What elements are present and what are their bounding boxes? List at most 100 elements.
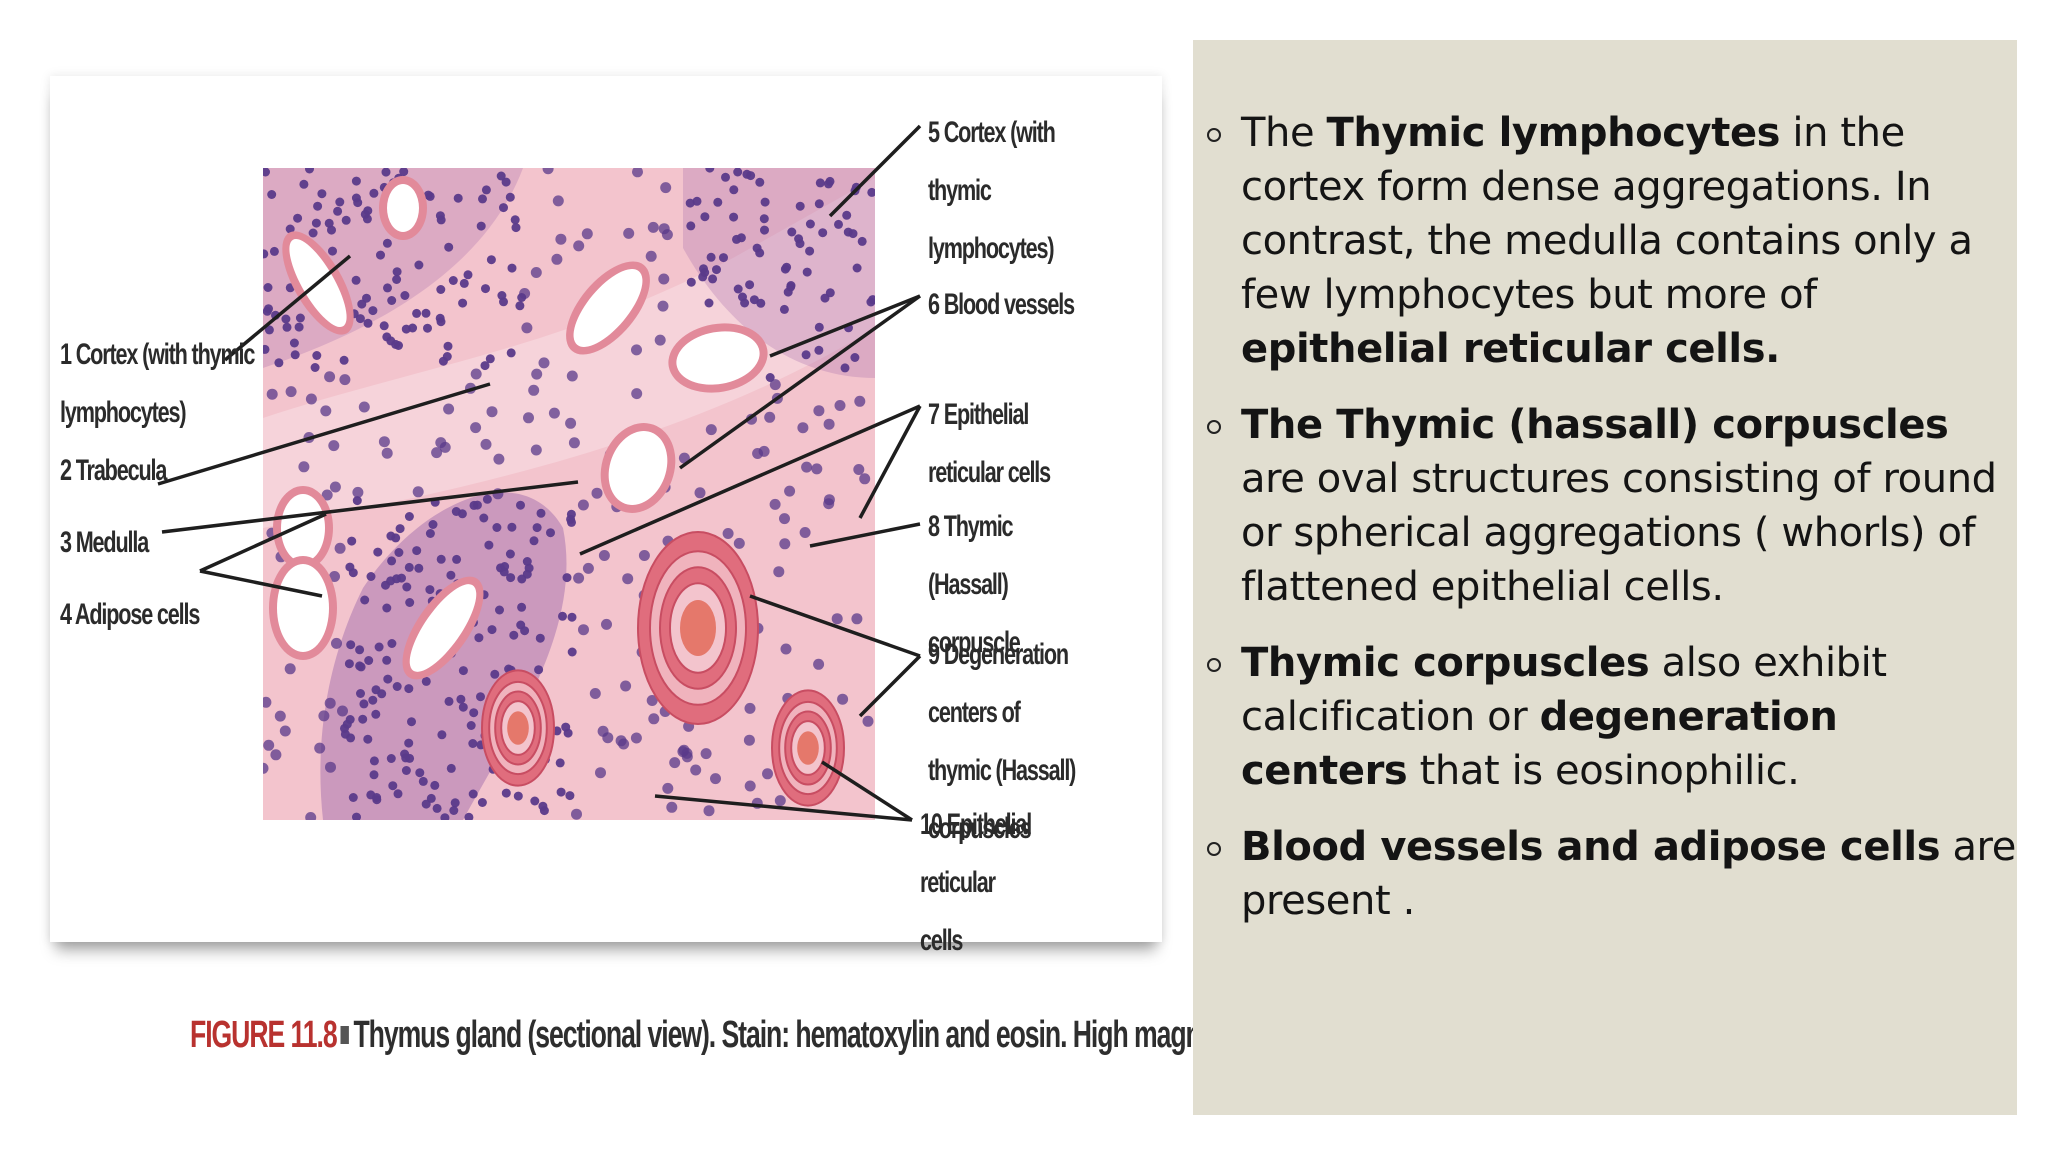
bullet-item: The Thymic lymphocytes in the cortex for… [1193, 106, 2017, 376]
lymphocyte-nucleus [305, 393, 317, 405]
lymphocyte-nucleus [499, 297, 508, 307]
lymphocyte-nucleus [465, 382, 476, 394]
lymphocyte-nucleus [784, 485, 796, 497]
lymphocyte-nucleus [359, 699, 369, 709]
lymphocyte-nucleus [313, 201, 323, 211]
lymphocyte-nucleus [470, 368, 482, 380]
lymphocyte-nucleus [779, 513, 790, 525]
lymphocyte-nucleus [532, 523, 542, 533]
lymphocyte-nucleus [466, 721, 476, 730]
lymphocyte-nucleus [733, 284, 743, 294]
lymphocyte-nucleus [578, 624, 589, 636]
bullet-bold-text: Thymic lymphocytes [1326, 110, 1781, 156]
lymphocyte-nucleus [654, 334, 666, 346]
lymphocyte-nucleus [476, 692, 485, 702]
lymphocyte-nucleus [795, 201, 805, 211]
lymphocyte-nucleus [492, 523, 502, 532]
lymphocyte-nucleus [469, 500, 479, 510]
lymphocyte-nucleus [760, 225, 769, 235]
lymphocyte-nucleus [632, 168, 643, 178]
lymphocyte-nucleus [267, 190, 277, 199]
label-cortex-right: 5 Cortex (with thymic lymphocytes) [928, 116, 1056, 265]
lymphocyte-nucleus [324, 697, 336, 709]
lymphocyte-nucleus [522, 557, 532, 566]
lymphocyte-nucleus [388, 781, 398, 791]
lymphocyte-nucleus [733, 537, 745, 549]
lymphocyte-nucleus [562, 573, 572, 583]
lymphocyte-nucleus [692, 196, 702, 206]
lymphocyte-nucleus [363, 318, 373, 328]
lymphocyte-nucleus [308, 228, 318, 238]
lymphocyte-nucleus [698, 272, 708, 282]
caption-square-icon [340, 1025, 350, 1044]
lymphocyte-nucleus [387, 639, 397, 648]
lymphocyte-nucleus [393, 789, 403, 799]
lymphocyte-nucleus [738, 292, 747, 302]
lymphocyte-nucleus [708, 274, 718, 284]
lymphocyte-nucleus [456, 694, 466, 704]
lymphocyte-nucleus [374, 642, 384, 652]
lymphocyte-nucleus [480, 438, 492, 450]
lymphocyte-nucleus [264, 304, 273, 314]
lymphocyte-nucleus [430, 780, 440, 790]
lymphocyte-nucleus [263, 762, 269, 774]
lymphocyte-nucleus [857, 236, 867, 246]
lymphocyte-nucleus [435, 313, 445, 323]
lymphocyte-nucleus [657, 300, 669, 312]
lymphocyte-nucleus [371, 709, 381, 719]
lymphocyte-nucleus [519, 288, 531, 299]
lymphocyte-nucleus [329, 481, 341, 493]
lymphocyte-nucleus [501, 177, 511, 187]
lymphocyte-nucleus [366, 790, 376, 800]
bullet-item: Blood vessels and adipose cells are pres… [1193, 820, 2017, 928]
lymphocyte-nucleus [759, 214, 769, 224]
figure-caption-text: Thymus gland (sectional view). Stain: he… [353, 1014, 1300, 1056]
lymphocyte-nucleus [601, 618, 612, 630]
bullet-circle-icon [1207, 658, 1221, 672]
lymphocyte-nucleus [382, 655, 392, 665]
lymphocyte-nucleus [630, 732, 642, 744]
lymphocyte-nucleus [577, 499, 589, 511]
lymphocyte-nucleus [581, 228, 593, 240]
lymphocyte-nucleus [395, 524, 405, 534]
lymphocyte-nucleus [517, 602, 527, 612]
lymphocyte-nucleus [736, 233, 746, 243]
lymphocyte-nucleus [620, 680, 632, 692]
lymphocyte-nucleus [383, 674, 393, 684]
lymphocyte-nucleus [814, 345, 824, 355]
lymphocyte-nucleus [333, 206, 343, 216]
lymphocyte-nucleus [733, 168, 743, 177]
lymphocyte-nucleus [351, 176, 361, 186]
lymphocyte-nucleus [506, 573, 516, 583]
lymphocyte-nucleus [598, 550, 610, 561]
lymphocyte-nucleus [318, 710, 330, 722]
lymphocyte-nucleus [415, 768, 425, 778]
lymphocyte-nucleus [582, 562, 594, 574]
lymphocyte-nucleus [263, 168, 270, 177]
lymphocyte-nucleus [678, 452, 690, 464]
lymphocyte-nucleus [705, 168, 715, 173]
lymphocyte-nucleus [755, 177, 765, 187]
lymphocyte-nucleus [293, 213, 303, 223]
lymphocyte-nucleus [531, 368, 543, 380]
lymphocyte-nucleus [719, 253, 728, 263]
lymphocyte-nucleus [443, 403, 455, 415]
bullet-circle-icon [1207, 128, 1221, 142]
lymphocyte-nucleus [744, 780, 756, 792]
lymphocyte-nucleus [742, 169, 752, 179]
lymphocyte-nucleus [312, 351, 322, 360]
lymphocyte-nucleus [324, 371, 336, 383]
lymphocyte-nucleus [774, 795, 786, 807]
lymphocyte-nucleus [464, 812, 474, 820]
lymphocyte-nucleus [351, 275, 361, 285]
lymphocyte-nucleus [463, 270, 473, 280]
lymphocyte-nucleus [729, 212, 739, 222]
label-medulla: 3 Medulla [60, 526, 149, 559]
lymphocyte-nucleus [834, 219, 843, 229]
lymphocyte-nucleus [492, 488, 504, 500]
lymphocyte-nucleus [392, 275, 402, 284]
lymphocyte-nucleus [565, 791, 575, 801]
lymphocyte-nucleus [281, 314, 291, 324]
lymphocyte-nucleus [694, 487, 706, 499]
lymphocyte-nucleus [263, 696, 272, 708]
